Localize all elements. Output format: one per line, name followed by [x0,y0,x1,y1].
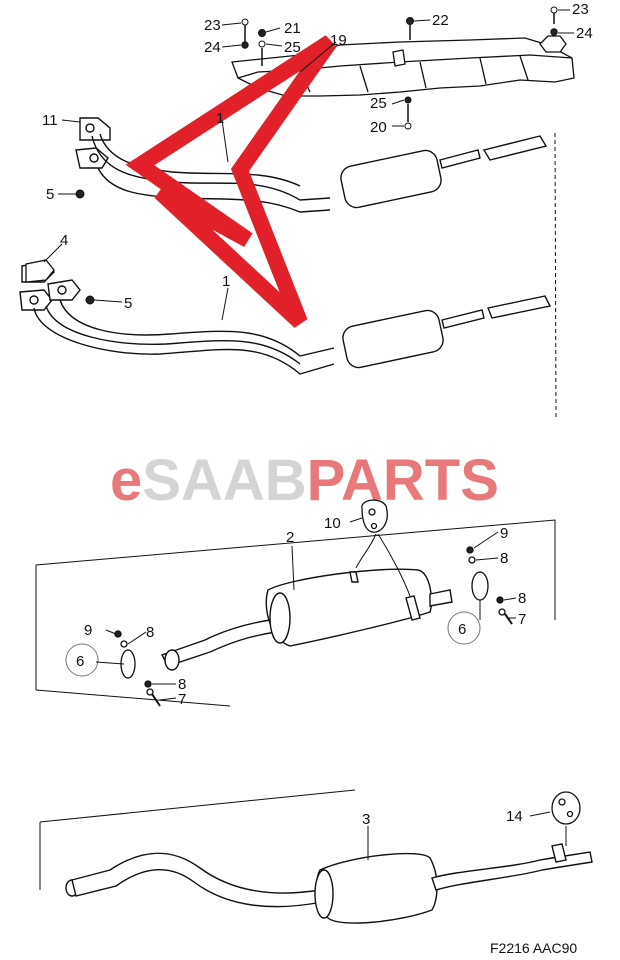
circle-6-right [447,611,481,645]
callout-22: 22 [432,12,449,29]
callout-2: 2 [286,529,294,546]
nut-5-upper [75,189,85,199]
callout-24-right: 24 [576,25,593,42]
callout-21: 21 [284,20,301,37]
nut-21-top [258,29,266,66]
rubber-hanger-10 [361,499,388,533]
callout-5-lower: 5 [124,295,132,312]
callout-6-right: 6 [458,621,466,638]
gasket-4 [25,259,55,283]
callouts: 23 21 22 23 24 25 19 24 11 1 25 20 5 4 5… [42,1,593,828]
callout-3: 3 [362,811,370,828]
section-border-middle [35,519,556,707]
callout-9-left: 9 [84,622,92,639]
callout-24-top: 24 [204,39,221,56]
clamp-6-left [114,630,161,707]
callout-8-right-bottom: 8 [518,590,526,607]
callout-9-right: 9 [500,525,508,542]
callout-8-left-top: 8 [146,624,154,641]
callout-4: 4 [60,232,68,249]
callout-10: 10 [324,515,341,532]
rubber-hanger-14 [551,791,581,825]
callout-25-top: 25 [284,39,301,56]
front-pipe-upper [75,117,548,213]
watermark-suffix: PARTS [307,448,499,513]
callout-8-left-bottom: 8 [178,676,186,693]
callout-20: 20 [370,119,387,136]
circle-6-left [65,643,99,677]
callout-7-left: 7 [178,691,186,708]
nut-5-lower [85,295,95,305]
front-pipe-lower [19,261,552,375]
callout-7-right: 7 [518,611,526,628]
callout-23-right: 23 [572,1,589,18]
bolt-23-top [241,18,249,49]
callout-19: 19 [330,32,347,49]
watermark: eSAABPARTS [110,448,499,513]
figure-code: F2216 AAC90 [490,940,577,956]
watermark-middle: SAAB [142,448,306,513]
callout-1-upper: 1 [216,110,224,127]
callout-1-lower: 1 [222,273,230,290]
rear-silencer-pipe [65,843,593,924]
leader-lines [43,9,574,860]
callout-25-mid: 25 [370,95,387,112]
bolt-20 [404,96,412,130]
callout-5-upper: 5 [46,186,54,203]
highlight-arrow [125,35,337,328]
intermediate-pipe [160,568,453,671]
callout-6-left: 6 [76,653,84,670]
callout-8-right-top: 8 [500,550,508,567]
section-border-top [554,132,557,419]
section-border-bottom [39,789,356,890]
nut-22-top [406,17,414,40]
bolt-23-right [550,6,558,36]
callout-14: 14 [506,808,523,825]
watermark-prefix: e [110,448,142,513]
callout-23-top: 23 [204,17,221,34]
callout-11: 11 [42,112,58,129]
